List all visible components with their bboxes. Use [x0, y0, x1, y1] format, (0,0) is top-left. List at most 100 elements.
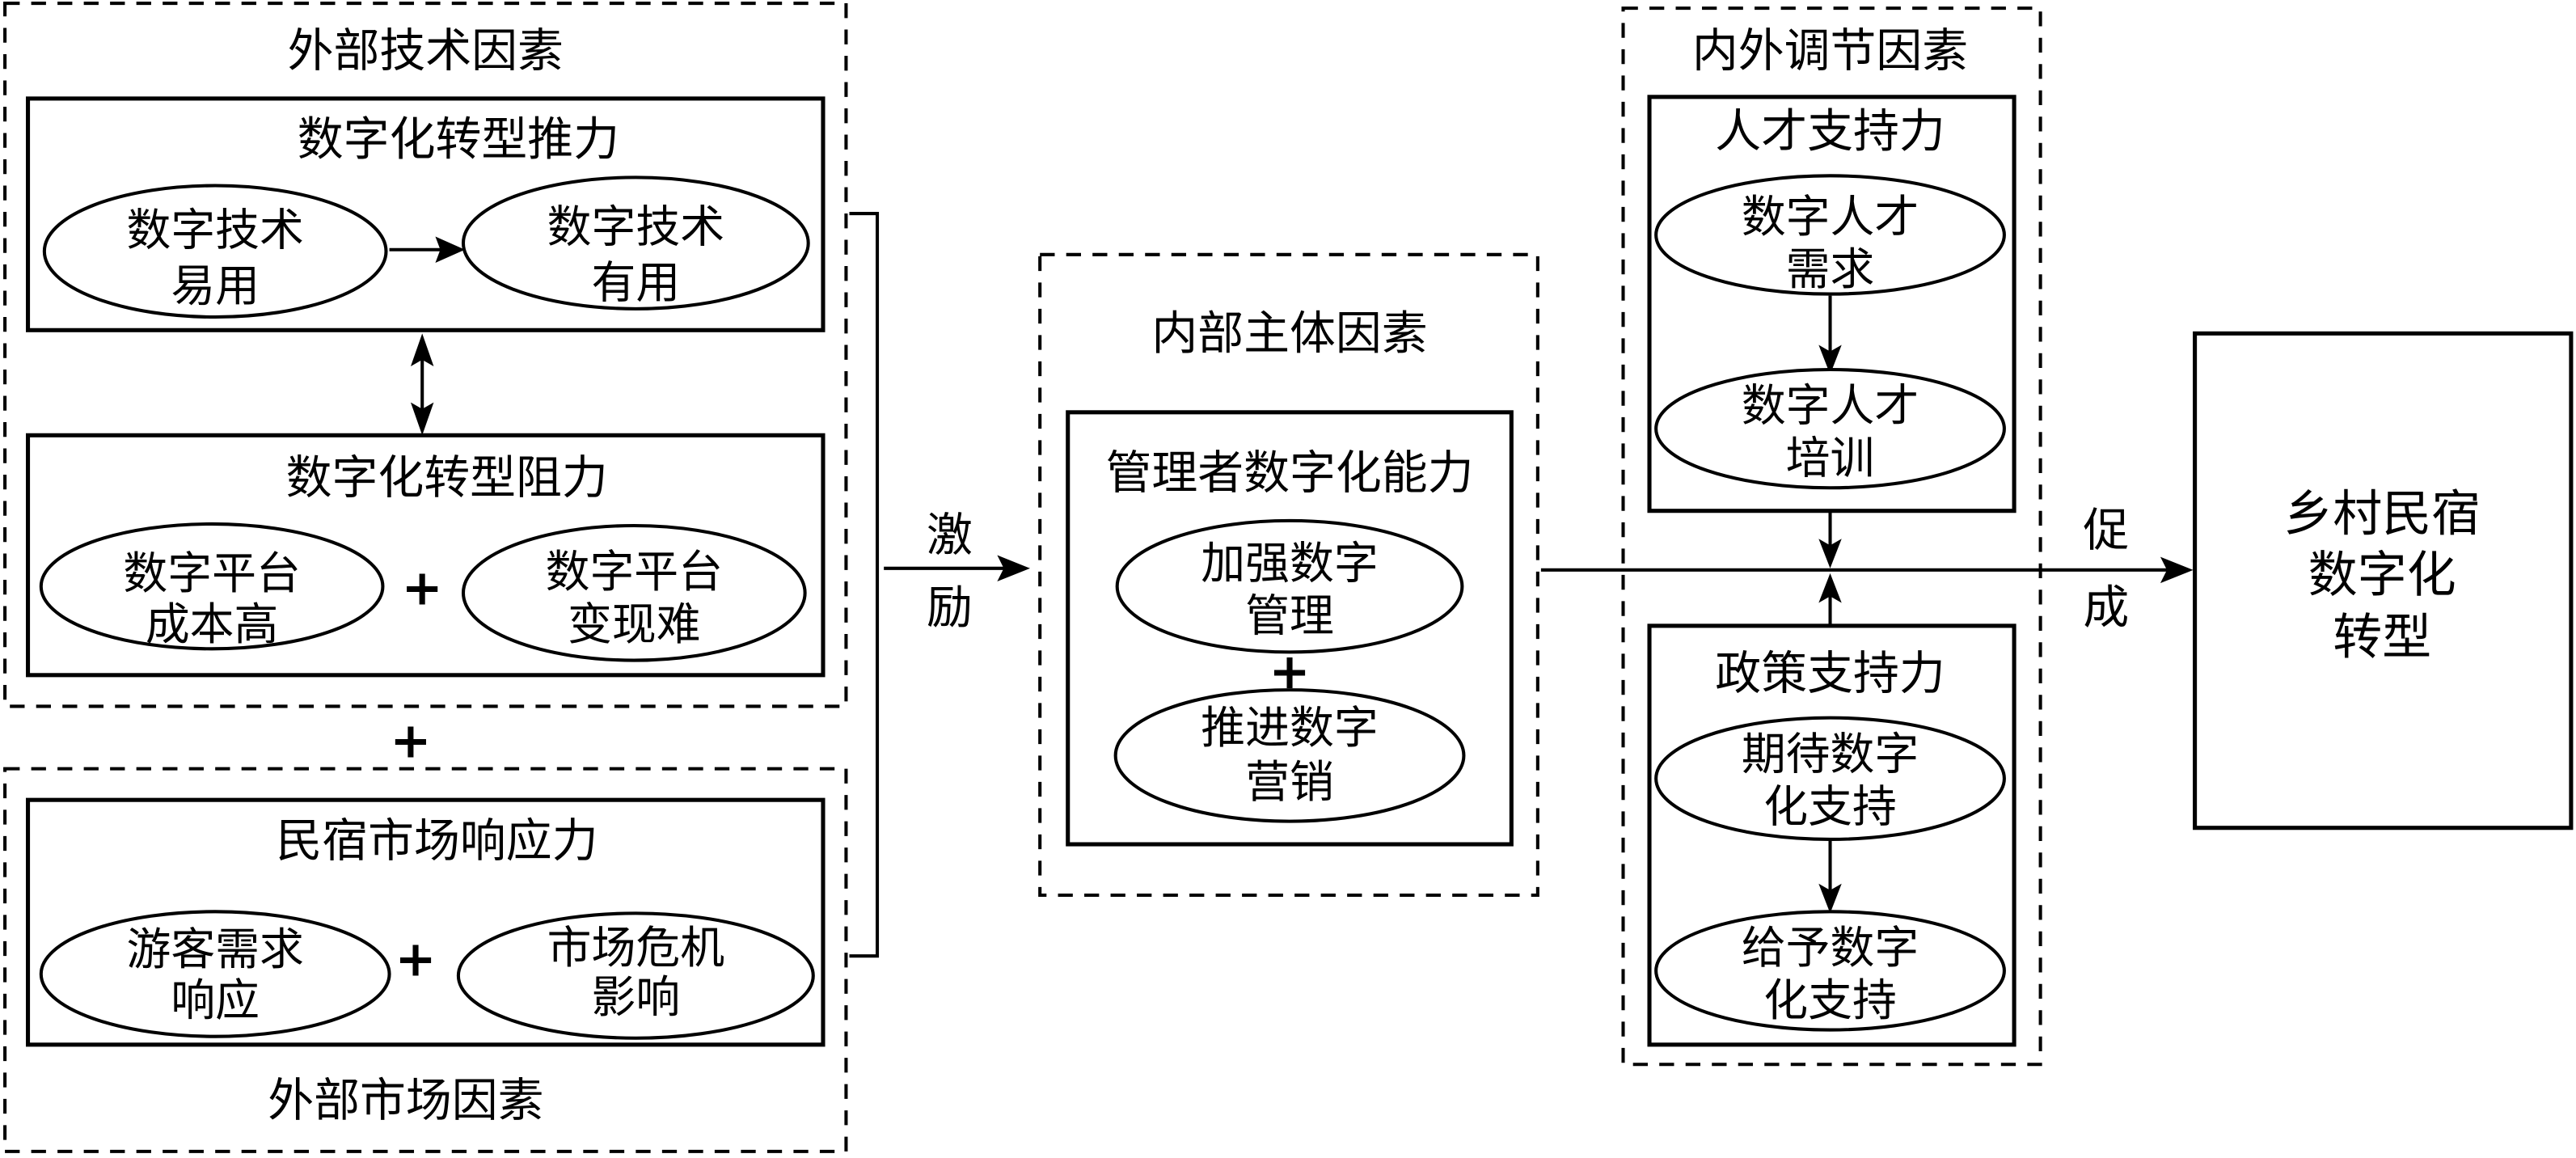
edge-promote: 促 成	[1540, 504, 2194, 635]
node-strengthen-digital-management-line1: 加强数字	[1201, 538, 1378, 590]
arrow-up-icon	[1818, 573, 1842, 603]
node-platform-cost-high-line2: 成本高	[146, 598, 279, 650]
node-tech-usefulness: 数字技术 有用	[461, 175, 810, 311]
node-market-crisis-impact-line2: 影响	[591, 971, 680, 1023]
node-digital-talent-training: 数字人才 培训	[1654, 367, 2006, 490]
external-market-group: 民宿市场响应力 游客需求 响应 + 市场危机 影响 外部市场因素	[3, 767, 848, 1153]
target-line1: 乡村民宿	[2283, 485, 2481, 543]
node-tech-ease-of-use-ellipse	[42, 184, 388, 319]
external-market-title: 外部市场因素	[268, 1074, 543, 1127]
node-platform-cost-high-line1: 数字平台	[123, 547, 300, 599]
policy-support-title: 政策支持力	[1715, 647, 1945, 700]
node-expect-digital-support-ellipse	[1654, 716, 2006, 841]
resist-box: 数字化转型阻力 数字平台 成本高 + 数字平台 变现难	[26, 433, 826, 678]
node-platform-cost-high: 数字平台 成本高	[39, 522, 385, 651]
internal-title: 内部主体因素	[1151, 306, 1427, 360]
manager-capability-title: 管理者数字化能力	[1105, 446, 1473, 500]
talent-support-box: 人才支持力 数字人才 需求 数字人才 培训	[1647, 95, 2016, 513]
arrow-down-icon	[1818, 344, 1842, 375]
push-box-title: 数字化转型推力	[298, 113, 619, 167]
node-tourist-demand-response-line1: 游客需求	[126, 923, 303, 975]
node-expect-digital-support-line1: 期待数字	[1742, 728, 1919, 780]
target-outcome-box: 乡村民宿 数字化 转型	[2193, 331, 2574, 830]
moderating-group: 内外调节因素 人才支持力 数字人才 需求 数字人才 培训	[1621, 6, 2042, 1067]
node-market-crisis-impact: 市场危机 影响	[456, 911, 815, 1040]
node-platform-monetize-hard: 数字平台 变现难	[461, 523, 807, 662]
arrow-right-icon	[997, 555, 1030, 582]
arrow-down-icon	[410, 402, 434, 436]
market-response-box: 民宿市场响应力 游客需求 响应 + 市场危机 影响	[26, 797, 826, 1047]
node-tourist-demand-response-line2: 响应	[171, 974, 260, 1026]
node-give-digital-support-ellipse	[1654, 910, 2006, 1032]
edge-motivate-label-1: 激	[927, 509, 973, 562]
node-market-crisis-impact-ellipse	[456, 911, 815, 1040]
node-platform-cost-high-ellipse	[39, 522, 385, 651]
node-platform-monetize-hard-line2: 变现难	[568, 598, 701, 650]
arrow-down-icon	[1818, 883, 1842, 914]
node-tourist-demand-response: 游客需求 响应	[39, 910, 391, 1038]
arrow-down-icon	[1818, 539, 1842, 568]
node-tech-usefulness-ellipse	[461, 175, 810, 311]
moderating-dashed-border	[1621, 6, 2042, 1067]
node-tech-usefulness-line1: 数字技术	[547, 201, 724, 252]
resist-box-title: 数字化转型阻力	[286, 451, 608, 505]
arrow-right-icon	[2160, 556, 2194, 584]
node-market-crisis-impact-line1: 市场危机	[547, 922, 724, 974]
edge-promote-label-2: 成	[2083, 581, 2129, 635]
node-advance-digital-marketing: 推进数字 营销	[1113, 688, 1466, 823]
edge-motivate-label-2: 励	[927, 581, 973, 635]
target-outcome-box-border	[2193, 331, 2574, 830]
target-line3: 转型	[2333, 609, 2431, 666]
node-give-digital-support-line1: 给予数字	[1742, 922, 1919, 974]
plus-operator: +	[395, 931, 437, 988]
node-digital-talent-demand: 数字人才 需求	[1654, 174, 2006, 296]
node-tech-usefulness-line2: 有用	[591, 256, 680, 308]
node-platform-monetize-hard-line1: 数字平台	[546, 546, 723, 598]
external-tech-dashed-border	[3, 2, 848, 708]
node-digital-talent-demand-line2: 需求	[1786, 243, 1875, 295]
internal-group: 内部主体因素 管理者数字化能力 加强数字 管理 + 推进数字 营销	[1038, 252, 1539, 898]
node-advance-digital-marketing-ellipse	[1113, 688, 1466, 823]
internal-dashed-border	[1038, 252, 1539, 898]
target-line2: 数字化	[2308, 546, 2456, 603]
node-strengthen-digital-management: 加强数字 管理	[1115, 518, 1464, 654]
node-digital-talent-demand-ellipse	[1654, 174, 2006, 296]
push-box: 数字化转型推力 数字技术 易用 数字技术 有用	[26, 96, 826, 332]
arrow-right-icon	[435, 236, 466, 263]
node-expect-digital-support-line2: 化支持	[1763, 780, 1897, 832]
node-digital-talent-training-line1: 数字人才	[1742, 380, 1919, 432]
node-strengthen-digital-management-line2: 管理	[1245, 590, 1334, 642]
market-response-box-title: 民宿市场响应力	[276, 814, 598, 868]
edge-motivate: 激 励	[884, 509, 1030, 635]
policy-support-box: 政策支持力 期待数字 化支持 给予数字 化支持	[1647, 623, 2016, 1047]
edge-ease-to-usefulness	[389, 236, 466, 263]
plus-between-groups: +	[390, 712, 431, 770]
node-tech-ease-of-use-line2: 易用	[171, 260, 260, 311]
node-advance-digital-marketing-line2: 营销	[1245, 756, 1334, 808]
node-digital-talent-demand-line1: 数字人才	[1742, 191, 1919, 243]
bracket-line	[849, 212, 880, 958]
moderating-title: 内外调节因素	[1692, 24, 1968, 78]
node-tech-ease-of-use: 数字技术 易用	[42, 184, 388, 319]
external-tech-group: 外部技术因素 数字化转型推力 数字技术 易用 数字技术 有用	[3, 2, 848, 708]
bracket-connector	[849, 212, 880, 958]
plus-operator: +	[402, 560, 443, 617]
edge-promote-label-1: 促	[2083, 504, 2129, 557]
talent-support-title: 人才支持力	[1715, 105, 1945, 158]
edge-push-resist-bidirectional	[410, 333, 434, 436]
node-strengthen-digital-management-ellipse	[1115, 518, 1464, 654]
arrow-up-icon	[410, 333, 434, 366]
external-market-dashed-border	[3, 767, 848, 1153]
manager-capability-box: 管理者数字化能力 加强数字 管理 + 推进数字 营销	[1066, 410, 1514, 847]
node-platform-monetize-hard-ellipse	[461, 523, 807, 662]
node-digital-talent-training-ellipse	[1654, 367, 2006, 490]
node-tourist-demand-response-ellipse	[39, 910, 391, 1038]
node-expect-digital-support: 期待数字 化支持	[1654, 716, 2006, 841]
node-tech-ease-of-use-line1: 数字技术	[126, 204, 303, 256]
node-give-digital-support: 给予数字 化支持	[1654, 910, 2006, 1032]
external-tech-title: 外部技术因素	[288, 24, 564, 78]
node-give-digital-support-line2: 化支持	[1763, 974, 1897, 1026]
node-advance-digital-marketing-line1: 推进数字	[1201, 702, 1378, 754]
node-digital-talent-training-line2: 培训	[1786, 433, 1875, 484]
